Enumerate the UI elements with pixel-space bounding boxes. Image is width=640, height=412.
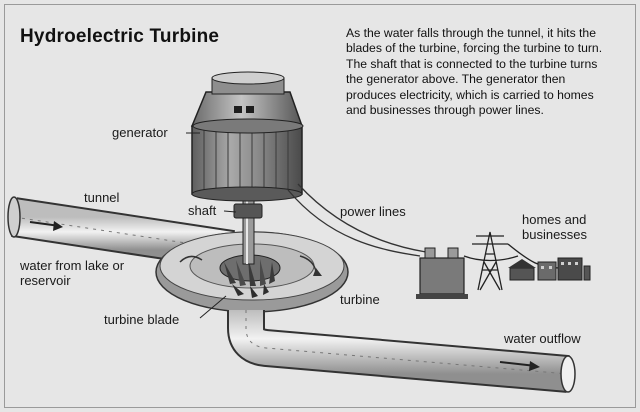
description-text: As the water falls through the tunnel, i… xyxy=(346,26,603,118)
outflow-pipe xyxy=(227,310,576,393)
label-shaft: shaft xyxy=(188,203,217,218)
transformer xyxy=(416,247,468,299)
label-turbine-blade: turbine blade xyxy=(104,312,180,327)
power-lines xyxy=(287,183,427,257)
flow-arrow-icon xyxy=(53,221,63,231)
diagram-title: Hydroelectric Turbine xyxy=(20,26,220,47)
label-turbine: turbine xyxy=(340,292,380,307)
tunnel-inlet xyxy=(7,196,21,238)
outflow-arrow-icon xyxy=(529,361,540,371)
label-generator: generator xyxy=(112,125,168,140)
outflow-outlet xyxy=(560,355,576,393)
label-power-lines: power lines xyxy=(340,204,406,219)
label-water-outflow: water outflow xyxy=(504,331,581,346)
label-water-from-reservoir: water from lake or reservoir xyxy=(20,258,125,288)
leader-lines xyxy=(186,132,237,319)
homes-and-businesses xyxy=(508,257,591,281)
turbine-blade xyxy=(232,284,244,296)
shaft-coupling xyxy=(233,203,263,219)
generator xyxy=(190,71,304,202)
label-homes-and-businesses: homes and businesses xyxy=(522,212,588,242)
shaft xyxy=(233,189,263,265)
label-tunnel: tunnel xyxy=(84,190,120,205)
